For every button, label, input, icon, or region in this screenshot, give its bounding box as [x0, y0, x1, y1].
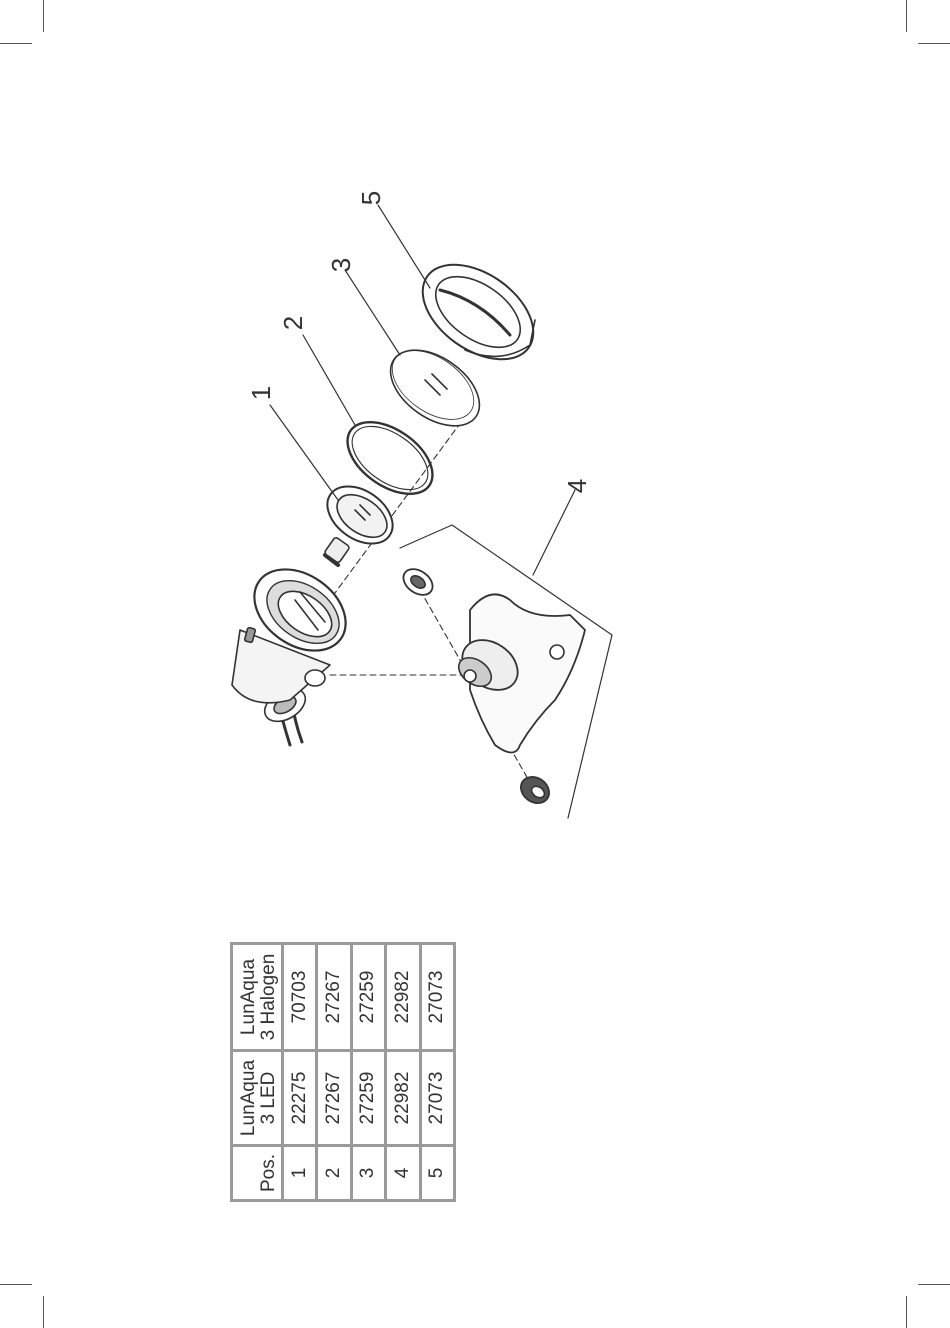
header-pos: Pos. — [232, 1146, 283, 1201]
cell-led: 27259 — [351, 1051, 385, 1146]
callout-5: 5 — [356, 191, 386, 205]
header-halogen-line2: 3 Halogen — [259, 947, 279, 1047]
cell-pos: 1 — [283, 1146, 317, 1201]
header-lunaqua-led: LunAqua 3 LED — [232, 1051, 283, 1146]
table-row: 4 22982 22982 — [386, 944, 420, 1201]
small-knob-bottom — [516, 772, 554, 809]
cell-halogen: 27267 — [317, 944, 351, 1051]
cell-pos: 3 — [351, 1146, 385, 1201]
cell-halogen: 22982 — [386, 944, 420, 1051]
callout-3: 3 — [326, 258, 356, 272]
callout-1: 1 — [246, 386, 276, 400]
table-header-row: Pos. LunAqua 3 LED LunAqua 3 Halogen — [232, 944, 283, 1201]
cell-pos: 2 — [317, 1146, 351, 1201]
cell-pos: 5 — [420, 1146, 454, 1201]
callout-4: 4 — [562, 479, 592, 493]
table-row: 1 22275 70703 — [283, 944, 317, 1201]
cell-halogen: 70703 — [283, 944, 317, 1051]
table-row: 2 27267 27267 — [317, 944, 351, 1201]
header-led-line1: LunAqua — [239, 1054, 259, 1142]
header-led-line2: 3 LED — [259, 1054, 279, 1142]
cell-halogen: 27259 — [351, 944, 385, 1051]
cell-pos: 4 — [386, 1146, 420, 1201]
cell-halogen: 27073 — [420, 944, 454, 1051]
cell-led: 27267 — [317, 1051, 351, 1146]
table-row: 5 27073 27073 — [420, 944, 454, 1201]
cell-led: 22275 — [283, 1051, 317, 1146]
cell-led: 22982 — [386, 1051, 420, 1146]
lamp-housing — [232, 553, 361, 745]
table-row: 3 27259 27259 — [351, 944, 385, 1201]
callout-2: 2 — [278, 316, 308, 330]
spare-parts-table: Pos. LunAqua 3 LED LunAqua 3 Halogen 1 2… — [230, 942, 456, 1202]
spare-parts-table-region: Pos. LunAqua 3 LED LunAqua 3 Halogen 1 2… — [230, 942, 456, 1202]
cell-led: 27073 — [420, 1051, 454, 1146]
header-halogen-line1: LunAqua — [239, 947, 259, 1047]
small-knob-top — [399, 564, 438, 600]
spare-parts-table-rotated: Pos. LunAqua 3 LED LunAqua 3 Halogen 1 2… — [230, 942, 456, 1202]
header-lunaqua-halogen: LunAqua 3 Halogen — [232, 944, 283, 1051]
